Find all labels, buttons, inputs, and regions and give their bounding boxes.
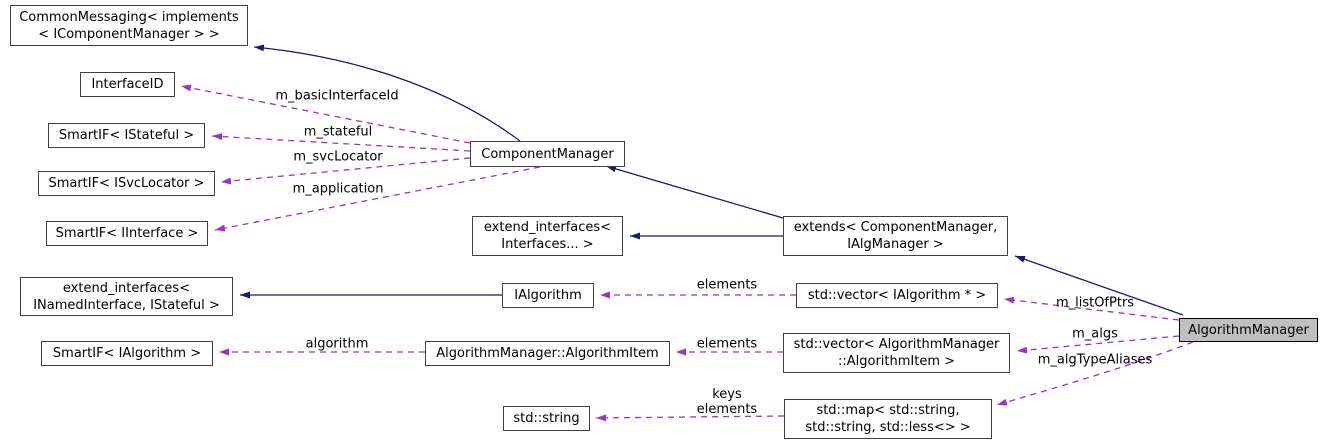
node-component-manager[interactable]: ComponentManager — [470, 141, 625, 167]
node-ialgorithm[interactable]: IAlgorithm — [502, 283, 594, 308]
edge-label-elements-mid: elements — [696, 336, 758, 352]
node-extends-componentmanager-ialgmanager[interactable]: extends< ComponentManager, IAlgManager > — [783, 216, 1008, 256]
edge-usage-m-svclocator — [220, 157, 471, 185]
node-extend-interfaces-inamedinterface-istateful[interactable]: extend_interfaces< INamedInterface, ISta… — [20, 277, 233, 316]
node-extend-interfaces-variadic[interactable]: extend_interfaces< Interfaces... > — [472, 216, 623, 256]
node-smartif-isvclocator[interactable]: SmartIF< ISvcLocator > — [38, 171, 215, 196]
edge-usage-map-keys-elements-to-string — [595, 414, 785, 422]
node-vector-ialgorithm[interactable]: std::vector< IAlgorithm * > — [796, 283, 998, 308]
edge-label-m-stateful: m_stateful — [303, 124, 373, 140]
edge-usage-m-application — [214, 166, 541, 232]
edge-label-keys-elements: keys elements — [696, 387, 758, 417]
edge-label-m-basicinterfaceid: m_basicInterfaceId — [275, 88, 399, 104]
node-smartif-iinterface[interactable]: SmartIF< IInterface > — [46, 221, 208, 246]
node-smartif-istateful[interactable]: SmartIF< IStateful > — [48, 123, 205, 148]
node-interface-id[interactable]: InterfaceID — [80, 72, 175, 97]
node-smartif-ialgorithm[interactable]: SmartIF< IAlgorithm > — [41, 341, 213, 366]
edge-label-m-svclocator: m_svcLocator — [293, 149, 383, 165]
edge-label-m-algtypealiases: m_algTypeAliases — [1037, 352, 1153, 368]
edge-inheritance-algorithmmanager-to-extends — [1014, 255, 1184, 316]
node-vector-algorithmitem[interactable]: std::vector< AlgorithmManager ::Algorith… — [783, 333, 1010, 373]
edge-label-m-application: m_application — [292, 181, 384, 197]
edge-inheritance-extends-to-componentmanager — [605, 165, 784, 219]
node-common-messaging[interactable]: CommonMessaging< implements < IComponent… — [10, 5, 248, 46]
node-std-map[interactable]: std::map< std::string, std::string, std:… — [784, 399, 992, 439]
node-algorithmmanager-algorithmitem[interactable]: AlgorithmManager::AlgorithmItem — [425, 341, 670, 366]
edge-label-elements-top: elements — [696, 277, 758, 293]
edge-inheritance-componentmanager-to-commonmessaging — [253, 44, 521, 142]
edge-label-algorithm: algorithm — [305, 336, 369, 352]
edge-label-m-listofptrs: m_listOfPtrs — [1055, 295, 1135, 311]
node-algorithm-manager-current: AlgorithmManager — [1179, 318, 1318, 342]
edge-usage-m-algs — [1016, 335, 1180, 354]
edge-usage-m-listofptrs — [1003, 296, 1180, 321]
edge-usage-m-basicinterfaceid — [180, 84, 471, 144]
edge-usage-m-algtypealiases — [996, 341, 1194, 406]
edge-label-m-algs: m_algs — [1072, 326, 1118, 342]
node-std-string[interactable]: std::string — [503, 406, 590, 431]
